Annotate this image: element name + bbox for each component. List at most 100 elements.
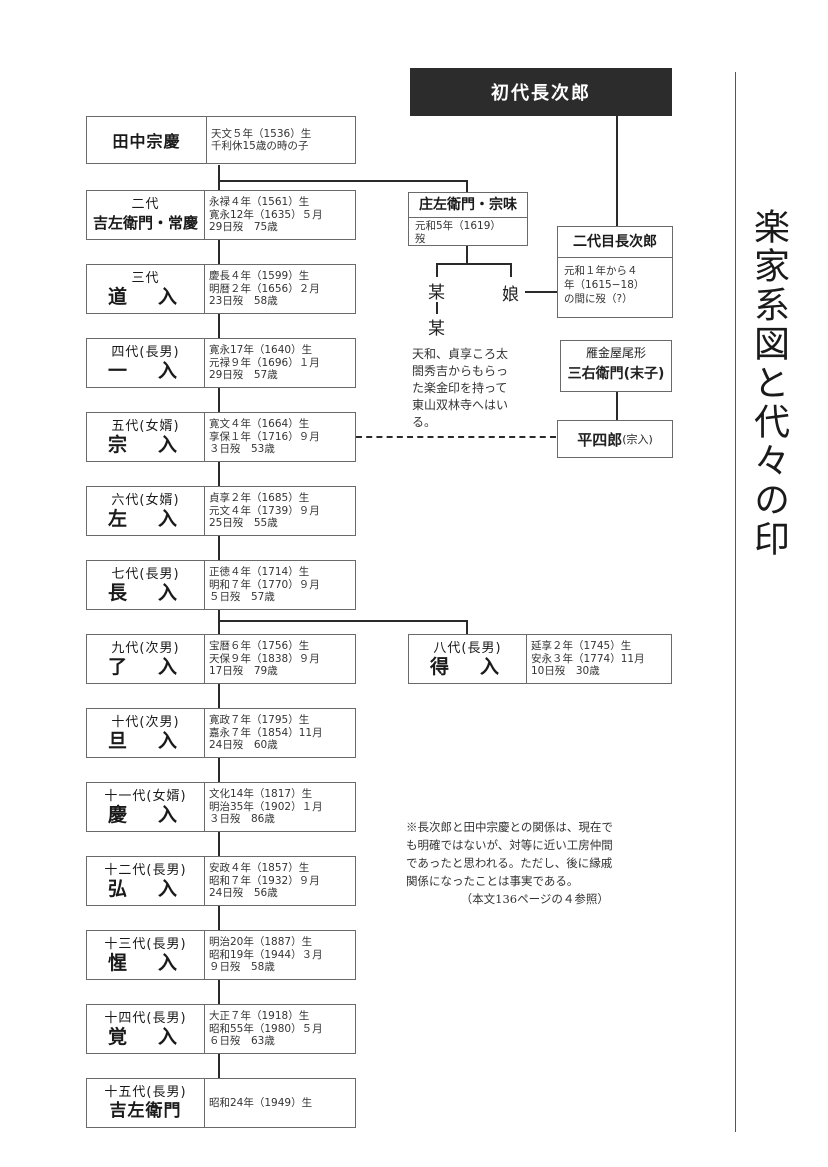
lineage-info-line: ３日歿 53歳 <box>209 443 275 456</box>
tenna-note-line: 天和、貞享ころ太 <box>412 347 509 361</box>
potter-name: 吉左衛門・常慶 <box>92 213 198 232</box>
shozaemon-info-line: 歿 <box>415 232 426 245</box>
hachidai-info-line: 延享２年（1745）生 <box>531 640 632 653</box>
lineage-info-line: 安政４年（1857）生 <box>209 862 310 875</box>
lineage-info-line: 元文４年（1739）９月 <box>209 504 320 517</box>
bou-label-2: 某 <box>428 319 445 339</box>
generation-label: 十代(次男) <box>111 714 180 730</box>
trunk-line <box>218 165 220 1083</box>
heishiro-node: 平四郎 (宗入) <box>557 420 673 458</box>
lineage-info-line: 昭和24年（1949）生 <box>209 1096 313 1109</box>
lineage-info-line: 昭和７年（1932）９月 <box>209 874 320 887</box>
lineage-info-line: 明和７年（1770）９月 <box>209 578 320 591</box>
nidaime-info-line: 元和１年から４ <box>564 265 638 277</box>
tanaka-info: 天文５年（1536）生 千利休15歳の時の子 <box>207 117 355 163</box>
nidaime-name: 二代目長次郎 <box>558 227 672 258</box>
lineage-info-line: 大正７年（1918）生 <box>209 1010 310 1023</box>
lineage-name-cell: 三代道 入 <box>87 265 205 313</box>
shozaemon-node: 庄左衛門・宗味 元和5年（1619） 歿 <box>408 192 528 246</box>
nidaime-info-line: の間に歿（?） <box>564 293 633 305</box>
lineage-name-cell: 四代(長男)一 入 <box>87 339 205 387</box>
generation-label: 五代(女婿) <box>111 418 180 434</box>
lineage-info-line: 慶長４年（1599）生 <box>209 270 310 283</box>
tanaka-name-cell: 田中宗慶 <box>87 117 207 163</box>
generation-label: 十一代(女婿) <box>104 788 187 804</box>
lineage-info-line: 正徳４年（1714）生 <box>209 566 310 579</box>
potter-name: 長 入 <box>107 581 183 604</box>
lineage-info-line: 寛文４年（1664）生 <box>209 418 310 431</box>
kari-heishiro-line <box>616 391 618 420</box>
shozaemon-children-hline <box>436 263 512 265</box>
heishiro-sub: (宗入) <box>622 433 653 446</box>
lineage-info-line: 宝暦６年（1756）生 <box>209 640 310 653</box>
tenna-note-line: 閤秀吉からもらっ <box>412 364 509 378</box>
shozaemon-info: 元和5年（1619） 歿 <box>409 218 527 247</box>
footnote-ref: （本文136ページの４参照） <box>460 892 609 906</box>
potter-name: 宗 入 <box>107 433 183 456</box>
footnote: ※長次郎と田中宗慶との関係は、現在で も明確ではないが、対等に近い工房仲間 であ… <box>406 818 613 908</box>
title-divider <box>735 72 736 1132</box>
tenna-note-line: た楽金印を持って <box>412 381 508 395</box>
lineage-name-cell: 十四代(長男)覚 入 <box>87 1005 205 1053</box>
hachidai-name-cell: 八代(長男) 得 入 <box>409 635 527 683</box>
founder-drop-line <box>616 116 618 226</box>
hachidai-name: 得 入 <box>429 655 505 678</box>
footnote-line: 関係になったことは事実である。 <box>406 874 579 888</box>
lineage-info-line: ９日歿 58歳 <box>209 961 275 974</box>
potter-name: 了 入 <box>107 655 183 678</box>
lineage-info-line: 24日歿 56歳 <box>209 887 278 900</box>
potter-name: 覚 入 <box>107 1025 183 1048</box>
bou-dash <box>436 302 438 314</box>
musume-line <box>510 263 512 277</box>
lineage-name-cell: 七代(長男)長 入 <box>87 561 205 609</box>
lineage-name-cell: 六代(女婿)左 入 <box>87 487 205 535</box>
lineage-info-line: 17日歿 79歳 <box>209 665 278 678</box>
lineage-info-line: 寛永17年（1640）生 <box>209 344 313 357</box>
lineage-info-line: 23日歿 58歳 <box>209 295 278 308</box>
generation-label: 十四代(長男) <box>104 1010 187 1026</box>
tanaka-name: 田中宗慶 <box>112 132 181 151</box>
potter-name: 一 入 <box>107 359 183 382</box>
hachidai-drop-line <box>466 620 468 634</box>
lineage-info-line: 天保９年（1838）９月 <box>209 652 320 665</box>
bou-label: 某 <box>428 283 445 303</box>
hachidai-node: 八代(長男) 得 入 延享２年（1745）生 安永３年（1774）11月 10日… <box>408 634 672 684</box>
lineage-info-line: 明治35年（1902）１月 <box>209 800 323 813</box>
potter-name: 旦 入 <box>107 729 183 752</box>
lineage-info-line: 昭和55年（1980）５月 <box>209 1022 323 1035</box>
shozaemon-children-vline <box>466 246 468 264</box>
lineage-info-line: 24日歿 60歳 <box>209 739 278 752</box>
potter-name: 惺 入 <box>107 951 183 974</box>
potter-name: 左 入 <box>107 507 183 530</box>
tanaka-sokei-node: 田中宗慶 天文５年（1536）生 千利休15歳の時の子 <box>86 116 356 164</box>
shozaemon-info-line: 元和5年（1619） <box>415 220 501 232</box>
generation-label: 三代 <box>131 270 160 286</box>
potter-name: 慶 入 <box>107 803 183 826</box>
potter-name: 弘 入 <box>107 877 183 900</box>
lineage-info-line: 享保１年（1716）９月 <box>209 430 320 443</box>
bou-line <box>436 263 438 277</box>
lineage-info-line: 永禄４年（1561）生 <box>209 196 310 209</box>
tenna-note-line: 東山双林寺へはい <box>412 398 509 412</box>
lineage-info-line: 明暦２年（1656）２月 <box>209 282 320 295</box>
footnote-line: ※長次郎と田中宗慶との関係は、現在で <box>406 820 613 834</box>
lineage-name-cell: 十三代(長男)惺 入 <box>87 931 205 979</box>
founder-box: 初代長次郎 <box>410 68 672 116</box>
hachidai-branch-line <box>219 620 467 622</box>
lineage-name-cell: 十五代(長男)吉左衛門 <box>87 1079 205 1127</box>
karigane-line1: 雁金屋尾形 <box>585 346 646 360</box>
generation-label: 十三代(長男) <box>104 936 187 952</box>
footnote-line: であったと思われる。ただし、後に縁戚 <box>406 856 613 870</box>
potter-name: 道 入 <box>107 285 183 308</box>
